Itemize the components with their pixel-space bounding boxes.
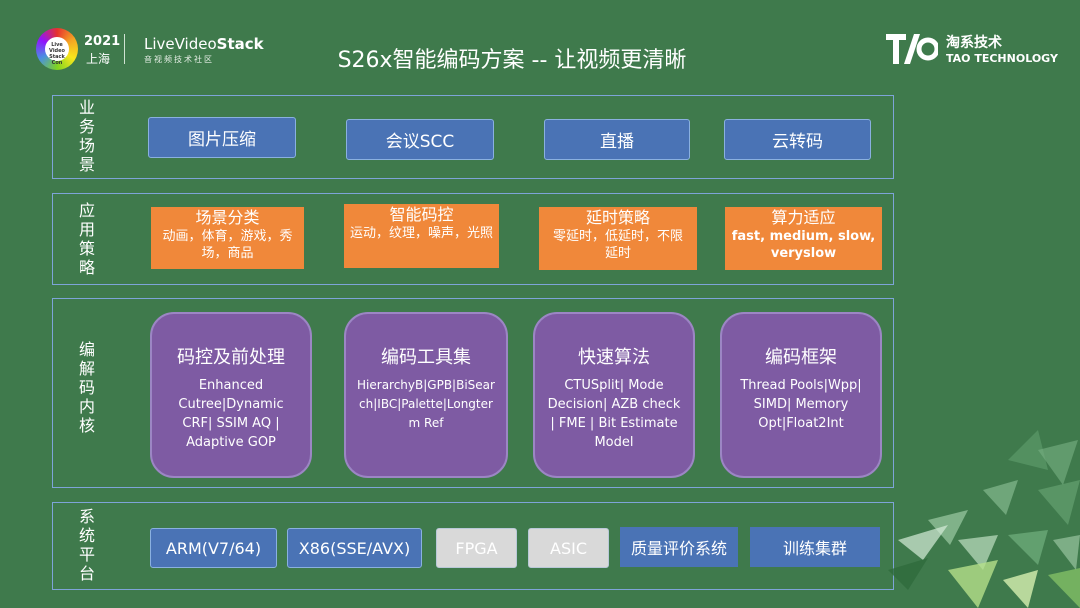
platform-item-fpga: FPGA	[436, 528, 517, 568]
company-name-en: TAO TECHNOLOGY	[946, 52, 1058, 65]
strategy-item-smart-rate-control: 智能码控 运动，纹理，噪声，光照	[344, 204, 499, 268]
business-item-image-compression: 图片压缩	[148, 117, 296, 158]
kernel-item-desc: HierarchyB|GPB|BiSearch|IBC|Palette|Long…	[357, 378, 495, 430]
kernel-item-title: 编码框架	[765, 347, 837, 368]
platform-layer-label: 系统平台	[78, 507, 95, 583]
decorative-triangles-icon	[888, 430, 1080, 608]
page-title: S26x智能编码方案 -- 让视频更清晰	[337, 48, 687, 73]
kernel-item-coding-framework: 编码框架 Thread Pools|Wpp| SIMD| Memory Opt|…	[720, 312, 882, 478]
strategy-item-title: 算力适应	[771, 208, 836, 227]
strategy-item-scene-classify: 场景分类 动画，体育，游戏，秀场，商品	[151, 207, 304, 269]
kernel-item-title: 编码工具集	[381, 347, 471, 368]
strategy-item-compute-adapt: 算力适应 fast, medium, slow, veryslow	[725, 207, 882, 270]
strategy-item-desc: 运动，纹理，噪声，光照	[350, 226, 494, 241]
kernel-item-desc: Thread Pools|Wpp| SIMD| Memory Opt|Float…	[740, 378, 862, 431]
business-item-cloud-transcode: 云转码	[724, 119, 871, 160]
strategy-item-latency: 延时策略 零延时，低延时，不限延时	[539, 207, 697, 270]
kernel-item-rate-control: 码控及前处理 Enhanced Cutree|Dynamic CRF| SSIM…	[150, 312, 312, 478]
kernel-layer-label: 编解码内核	[78, 340, 95, 435]
strategy-item-title: 延时策略	[585, 208, 650, 227]
kernel-item-desc: CTUSplit| Mode Decision| AZB check | FME…	[547, 378, 681, 450]
kernel-item-coding-tools: 编码工具集 HierarchyB|GPB|BiSearch|IBC|Palett…	[344, 312, 508, 478]
strategy-item-desc: fast, medium, slow, veryslow	[731, 229, 876, 261]
kernel-item-desc: Enhanced Cutree|Dynamic CRF| SSIM AQ | A…	[178, 378, 284, 450]
business-item-meeting-scc: 会议SCC	[346, 119, 494, 160]
event-city: 上海	[86, 52, 111, 66]
event-logo: Live Video Stack Con	[36, 28, 78, 70]
kernel-item-title: 快速算法	[578, 347, 650, 368]
strategy-item-desc: 动画，体育，游戏，秀场，商品	[162, 229, 293, 261]
brand-name-prefix: LiveVideo	[144, 35, 217, 53]
brand-subtitle: 音视频技术社区	[144, 55, 214, 64]
business-layer-label: 业务场景	[78, 98, 95, 174]
business-item-live: 直播	[544, 119, 690, 160]
strategy-layer-frame	[52, 193, 894, 285]
platform-item-asic: ASIC	[528, 528, 609, 568]
strategy-layer-label: 应用策略	[78, 201, 95, 277]
kernel-layer-frame	[52, 298, 894, 488]
brand-name-suffix: Stack	[216, 35, 264, 53]
kernel-item-title: 码控及前处理	[177, 347, 285, 368]
platform-item-arm: ARM(V7/64)	[150, 528, 277, 568]
strategy-item-title: 智能码控	[389, 205, 454, 224]
platform-item-x86: X86(SSE/AVX)	[287, 528, 422, 568]
business-layer-frame	[52, 95, 894, 179]
company-name-cn: 淘系技术	[946, 35, 1002, 51]
brand-name: LiveVideoStack	[144, 35, 264, 53]
platform-item-training-cluster: 训练集群	[750, 527, 880, 567]
platform-layer-frame	[52, 502, 894, 590]
strategy-item-desc: 零延时，低延时，不限延时	[552, 229, 683, 261]
strategy-item-title: 场景分类	[195, 208, 260, 227]
tao-logo-icon	[886, 34, 938, 64]
event-logo-text: Live Video Stack Con	[45, 37, 69, 66]
kernel-item-fast-algorithm: 快速算法 CTUSplit| Mode Decision| AZB check …	[533, 312, 695, 478]
platform-item-quality-eval: 质量评价系统	[620, 527, 738, 567]
event-year: 2021	[84, 34, 121, 49]
logo-divider	[124, 34, 125, 64]
